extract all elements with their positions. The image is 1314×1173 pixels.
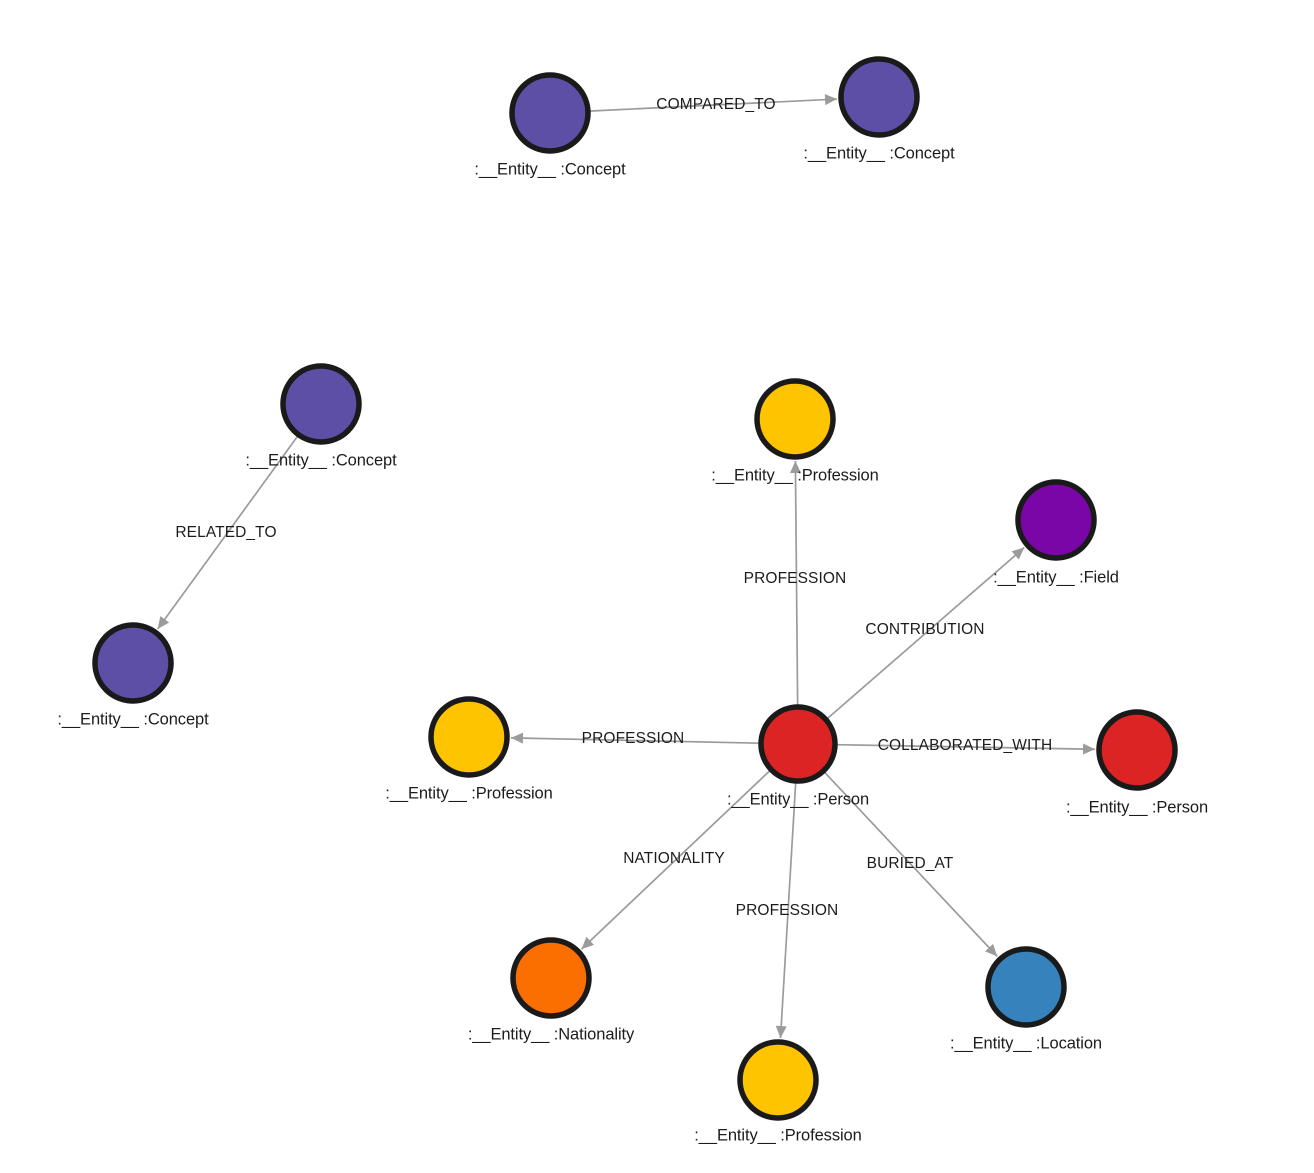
graph-node-p_bottom[interactable] — [737, 1039, 819, 1121]
graph-node-p_left[interactable] — [428, 696, 510, 778]
node-label-field: :__Entity__ :Field — [993, 568, 1119, 587]
graph-edge[interactable] — [580, 769, 771, 950]
node-label-c1: :__Entity__ :Concept — [474, 160, 626, 179]
graph-node-person_main[interactable] — [758, 704, 838, 784]
node-label-p_top: :__Entity__ :Profession — [711, 466, 879, 485]
node-label-person_right: :__Entity__ :Person — [1065, 798, 1209, 817]
node-label-nationality: :__Entity__ :Nationality — [467, 1025, 635, 1044]
edge-arrowhead-icon — [1011, 547, 1025, 560]
node-label-p_bottom: :__Entity__ :Profession — [694, 1126, 862, 1145]
nodes-layer — [92, 56, 1178, 1121]
node-label-c3: :__Entity__ :Concept — [245, 451, 397, 470]
edge-arrowhead-icon — [510, 732, 524, 744]
edge-label-related-to: RELATED_TO — [175, 524, 277, 541]
graph-edge[interactable] — [835, 743, 1096, 751]
edge-label-buried-at: BURIED_AT — [866, 855, 954, 872]
edge-arrowhead-icon — [1082, 743, 1096, 755]
graph-edge[interactable] — [826, 546, 1025, 720]
graph-edge[interactable] — [510, 737, 761, 745]
edge-arrowhead-icon — [775, 1025, 787, 1039]
graph-node-c3[interactable] — [280, 363, 362, 445]
node-label-person_main: :__Entity__ :Person — [726, 790, 870, 809]
edge-arrowhead-icon — [581, 936, 594, 950]
graph-node-c1[interactable] — [509, 72, 591, 154]
graph-edge[interactable] — [588, 98, 838, 112]
graph-node-nationality[interactable] — [510, 937, 592, 1019]
graph-edge[interactable] — [156, 435, 299, 630]
edge-arrowhead-icon — [824, 94, 838, 106]
edge-label-nationality: NATIONALITY — [623, 850, 725, 867]
node-label-p_left: :__Entity__ :Profession — [385, 784, 553, 803]
node-label-location: :__Entity__ :Location — [949, 1034, 1103, 1053]
edge-label-collaborated-with: COLLABORATED_WITH — [877, 737, 1053, 754]
graph-node-p_top[interactable] — [754, 378, 836, 460]
graph-edge[interactable] — [823, 771, 998, 957]
graph-node-c2[interactable] — [838, 56, 920, 138]
graph-node-c4[interactable] — [92, 622, 174, 704]
edges-layer — [156, 94, 1096, 1039]
edge-arrowhead-icon — [985, 943, 998, 957]
edge-label-profession: PROFESSION — [743, 570, 847, 587]
edge-label-profession: PROFESSION — [735, 902, 839, 919]
edge-label-profession: PROFESSION — [581, 730, 685, 747]
graph-node-field[interactable] — [1015, 479, 1097, 561]
edge-arrowhead-icon — [789, 460, 801, 474]
graph-edge[interactable] — [794, 460, 799, 707]
graph-edge[interactable] — [779, 781, 797, 1039]
node-label-c2: :__Entity__ :Concept — [803, 144, 955, 163]
edge-label-compared-to: COMPARED_TO — [656, 96, 776, 113]
edge-arrowhead-icon — [157, 616, 170, 630]
edge-label-contribution: CONTRIBUTION — [865, 621, 985, 638]
node-label-c4: :__Entity__ :Concept — [57, 710, 209, 729]
graph-node-location[interactable] — [985, 946, 1067, 1028]
graph-node-person_right[interactable] — [1096, 709, 1178, 791]
